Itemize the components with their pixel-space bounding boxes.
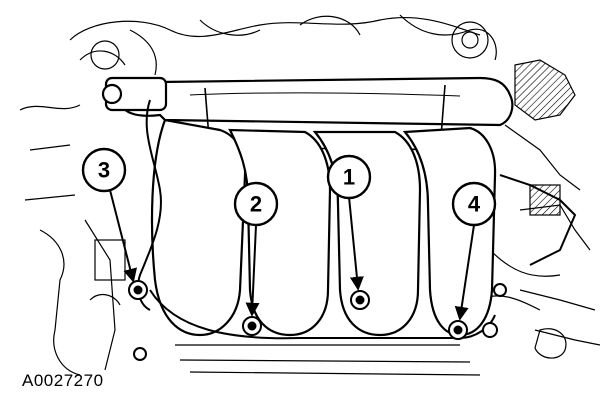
callout-4: 4 <box>451 181 497 227</box>
callout-3: 3 <box>81 147 127 193</box>
callout-1: 1 <box>326 154 372 200</box>
figure-id-label: A0027270 <box>22 371 104 390</box>
callout-4-label: 4 <box>468 192 481 217</box>
callout-3-label: 3 <box>98 158 110 183</box>
bolt-2 <box>242 316 262 336</box>
callout-2: 2 <box>233 181 279 227</box>
leader-1 <box>348 196 364 291</box>
leader-3 <box>109 189 138 283</box>
engine-background <box>19 14 601 376</box>
callout-1-label: 1 <box>343 165 355 190</box>
bolt-1 <box>350 290 370 310</box>
bolt-3 <box>128 280 148 300</box>
leader-lines <box>109 189 475 321</box>
throttle-linkage <box>499 174 577 266</box>
callout-2-label: 2 <box>250 192 262 217</box>
bolt-4 <box>448 320 468 340</box>
leader-2 <box>245 224 260 317</box>
leader-4 <box>454 224 475 321</box>
manifold-runners <box>149 118 497 340</box>
bolts <box>128 280 507 361</box>
